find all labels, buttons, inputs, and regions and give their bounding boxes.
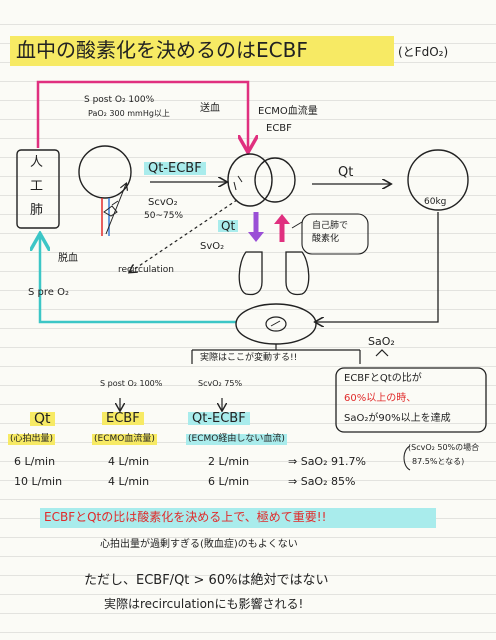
page-subtitle: (とFdO₂): [398, 45, 449, 59]
row-1-result: ⇒ SaO₂ 91.7%: [288, 455, 366, 468]
scvo2-range: 50~75%: [144, 211, 183, 221]
caution-text: 心拍出量が過剰すぎる(敗血症)のもよくない: [100, 539, 298, 550]
emphasis-highlight: [40, 508, 436, 528]
emphasis-text: ECBFとQtの比は酸素化を決める上で、極めて重要!!: [44, 510, 327, 524]
ecbf-label: ECBF: [266, 123, 292, 134]
row-2-ecbf: 4 L/min: [108, 475, 150, 488]
note-line-2: 87.5%となる): [412, 457, 465, 466]
own-lung-label: 自己肺で 酸素化: [312, 221, 349, 244]
title-highlight: [10, 36, 394, 66]
artificial-lung-box: [16, 149, 60, 229]
row-2-diff: 6 L/min: [208, 475, 250, 488]
condition-line-2: 60%以上の時、: [344, 393, 417, 404]
recirculation-label: recirculation: [118, 265, 174, 275]
lung-char-3: 肺: [30, 203, 44, 218]
condition-line-1: ECBFとQtの比が: [344, 373, 422, 384]
mixing-chamber-icon: [235, 303, 317, 345]
col-qt-header: Qt: [30, 412, 55, 426]
col-qt-sub: (心拍出量): [8, 434, 56, 445]
head-left-icon: [78, 145, 132, 199]
lung-char-1: 人: [30, 155, 44, 170]
col-diff-sub: (ECMO経由しない血流): [186, 434, 287, 445]
note-line-1: (ScvO₂ 50%の場合: [408, 443, 480, 452]
row-2-result: ⇒ SaO₂ 85%: [288, 475, 356, 488]
lungs-icon: [238, 251, 263, 296]
row-1-diff: 2 L/min: [208, 455, 250, 468]
condition-box: [335, 367, 487, 433]
page-title: 血中の酸素化を決めるのはECBF: [16, 38, 308, 62]
heart-icon: [227, 153, 273, 207]
qt-label: Qt: [218, 220, 239, 232]
body-circle-icon: [407, 149, 469, 211]
body-weight-label: 60kg: [424, 197, 447, 207]
drainage-line: [40, 236, 236, 324]
spost-top-label: S post O₂ 100%: [100, 379, 163, 388]
col-ecbf-sub: (ECMO血流量): [92, 434, 157, 445]
scvo2-top-label: ScvO₂ 75%: [198, 379, 243, 388]
row-1-qt: 6 L/min: [14, 455, 56, 468]
sao2-label: SaO₂: [368, 335, 395, 348]
qt-ecbf-label: Qt-ECBF: [144, 162, 206, 175]
jissai-label: 実際はここが変動する!!: [200, 353, 298, 363]
footer-line-2: 実際はrecirculationにも影響される!: [104, 597, 304, 611]
oxygenated-return-line: [36, 80, 248, 150]
lung-char-2: 工: [30, 179, 44, 194]
row-2-qt: 10 L/min: [14, 475, 63, 488]
ecmo-flow-label: ECMO血流量: [258, 106, 318, 117]
scvo2-label: ScvO₂: [148, 197, 178, 208]
qt-right-label: Qt: [338, 165, 354, 180]
svo2-label: SvO₂: [200, 241, 225, 252]
spost-label: S post O₂ 100%: [84, 95, 155, 105]
footer-line-1: ただし、ECBF/Qt > 60%は絶対ではない: [84, 573, 329, 588]
speech-bubble: [301, 213, 369, 255]
col-diff-header: Qt-ECBF: [188, 412, 250, 425]
sousou-label: 送血: [200, 103, 220, 114]
dakketsu-label: 脱血: [58, 253, 78, 264]
pao2-label: PaO₂ 300 mmHg以上: [88, 109, 170, 118]
row-1-ecbf: 4 L/min: [108, 455, 150, 468]
condition-line-3: SaO₂が90%以上を達成: [344, 413, 451, 424]
col-ecbf-header: ECBF: [102, 412, 144, 425]
spre-label: S pre O₂: [28, 287, 69, 298]
